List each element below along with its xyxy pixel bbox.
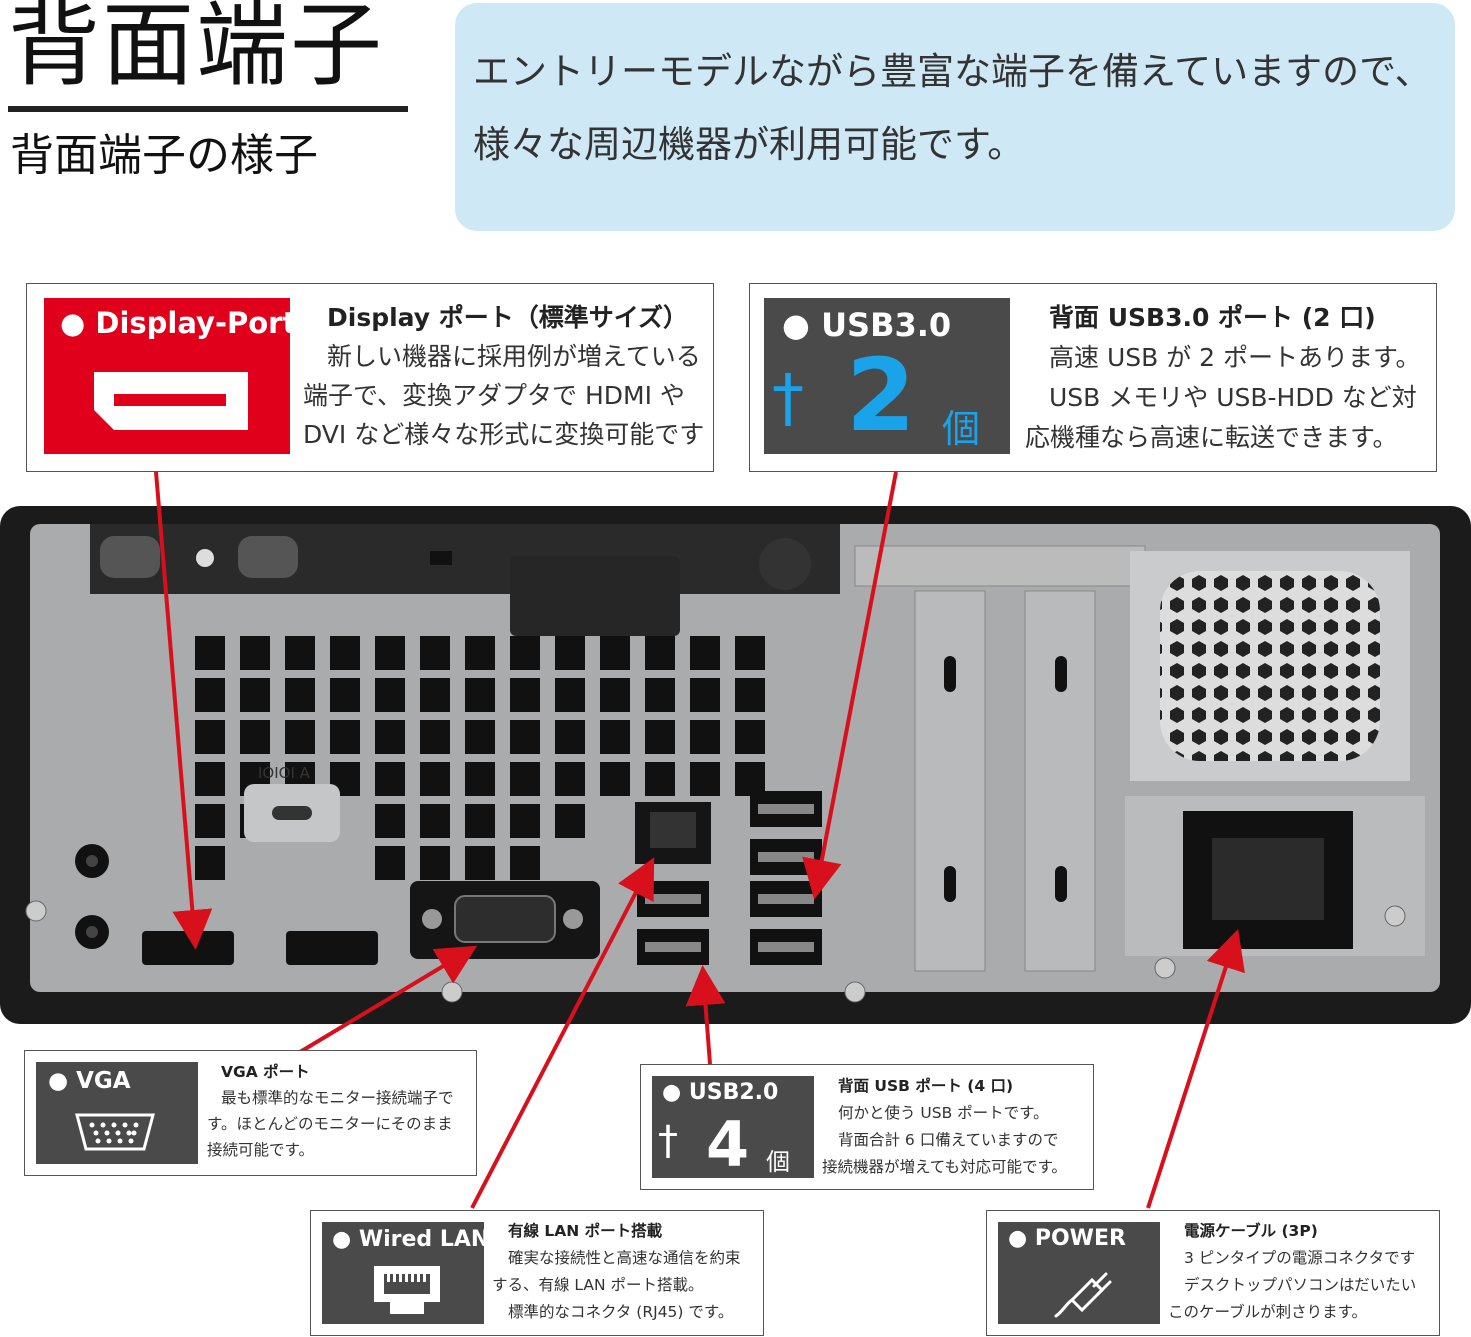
page-title: 背面端子: [8, 0, 385, 99]
usb2-line-1: 何かと使う USB ポートです。: [838, 1104, 1049, 1122]
lan-heading: 有線 LAN ポート搭載: [508, 1222, 663, 1240]
page-subtitle: 背面端子の様子: [10, 130, 318, 181]
power-description: 電源ケーブル (3P) 3 ピンタイプの電源コネクタです デスクトップパソコンは…: [1168, 1218, 1416, 1326]
pc-rear-panel-image: IOIOI A: [0, 506, 1471, 1024]
vga-description: VGA ポート 最も標準的なモニター接続端子で す。ほとんどのモニターにそのまま…: [207, 1059, 454, 1163]
usb3-description: 背面 USB3.0 ポート (2 口) 高速 USB が 2 ポートあります。 …: [1025, 298, 1421, 458]
power-line-1: 3 ピンタイプの電源コネクタです: [1184, 1249, 1416, 1267]
displayport-line-2: 端子で、変換アダプタで HDMI や: [303, 381, 685, 410]
displayport-line-1: 新しい機器に採用例が増えている: [327, 342, 701, 371]
lan-description: 有線 LAN ポート搭載 確実な接続性と高速な通信を約束 する、有線 LAN ポ…: [492, 1218, 741, 1326]
intro-panel: エントリーモデルながら豊富な端子を備えていますので、 様々な周辺機器が利用可能で…: [455, 3, 1455, 231]
arrow-displayport: [154, 471, 213, 950]
usb3-badge-label: ● USB3.0: [782, 306, 952, 344]
lan-badge-label: ● Wired LAN: [332, 1227, 490, 1252]
power-heading: 電源ケーブル (3P): [1184, 1222, 1318, 1240]
power-line-3: このケーブルが刺さります。: [1168, 1303, 1368, 1321]
power-plug-icon: [1054, 1272, 1112, 1318]
callout-displayport: ● Display-Port Display ポート（標準サイズ） 新しい機器に…: [26, 283, 714, 472]
power-badge: ● POWER: [998, 1222, 1160, 1324]
power-line-2: デスクトップパソコンはだいたい: [1184, 1276, 1417, 1294]
intro-line-2: 様々な周辺機器が利用可能です。: [473, 123, 1025, 166]
usb-icon: †: [658, 1118, 678, 1164]
callout-power: ● POWER 電源ケーブル (3P) 3 ピンタイプの電源コネクタです デスク…: [986, 1210, 1440, 1336]
displayport-badge-label: ● Display-Port: [60, 306, 297, 340]
displayport-description: Display ポート（標準サイズ） 新しい機器に採用例が増えている 端子で、変…: [303, 298, 704, 454]
title-underline: [8, 106, 408, 112]
vga-heading: VGA ポート: [221, 1063, 310, 1081]
displayport-icon: [94, 372, 248, 430]
intro-line-1: エントリーモデルながら豊富な端子を備えていますので、: [473, 50, 1432, 93]
callout-usb3: ● USB3.0 † 2 個 背面 USB3.0 ポート (2 口) 高速 US…: [749, 283, 1437, 472]
vga-badge: ● VGA: [36, 1062, 198, 1164]
usb-icon: †: [772, 362, 804, 436]
vga-line-3: 接続可能です。: [207, 1141, 314, 1159]
callout-lan: ● Wired LAN 有線 LAN ポート搭載 確実な接続性と高速な通信を約束…: [310, 1210, 764, 1336]
usb2-badge: ● USB2.0 † 4 個: [652, 1076, 814, 1178]
lan-badge: ● Wired LAN: [322, 1222, 489, 1324]
usb2-heading: 背面 USB ポート (4 口): [838, 1077, 1014, 1095]
usb3-unit: 個: [942, 407, 981, 451]
usb3-line-1: 高速 USB が 2 ポートあります。: [1049, 343, 1421, 372]
usb3-badge: ● USB3.0 † 2 個: [764, 298, 1010, 454]
displayport-line-3: DVI など様々な形式に変換可能です: [303, 420, 705, 449]
usb2-line-3: 接続機器が増えても対応可能です。: [822, 1158, 1067, 1176]
lan-line-3: 標準的なコネクタ (RJ45) です。: [508, 1303, 734, 1321]
arrow-usb2: [685, 965, 726, 1065]
vga-badge-label: ● VGA: [48, 1068, 131, 1094]
power-badge-label: ● POWER: [1008, 1226, 1126, 1251]
usb2-badge-label: ● USB2.0: [662, 1080, 779, 1105]
pc-panel-label: IOIOI A: [258, 764, 311, 782]
usb3-heading: 背面 USB3.0 ポート (2 口): [1049, 303, 1376, 332]
callout-usb2: ● USB2.0 † 4 個 背面 USB ポート (4 口) 何かと使う US…: [640, 1064, 1094, 1190]
arrow-power: [1146, 928, 1245, 1209]
usb3-count: 2: [846, 337, 916, 454]
arrow-vga: [298, 945, 478, 1054]
usb3-line-2: USB メモリや USB-HDD など対: [1049, 383, 1417, 412]
displayport-heading: Display ポート（標準サイズ）: [327, 303, 689, 332]
lan-line-2: する、有線 LAN ポート搭載。: [492, 1276, 704, 1294]
displayport-badge: ● Display-Port: [44, 298, 296, 454]
usb2-description: 背面 USB ポート (4 口) 何かと使う USB ポートです。 背面合計 6…: [822, 1073, 1067, 1181]
callout-vga: ● VGA VGA ポート 最も標準的なモニター接続端子で す。ほとんどのモニタ…: [24, 1050, 477, 1176]
usb2-unit: 個: [766, 1148, 790, 1176]
usb3-line-3: 応機種なら高速に転送できます。: [1025, 423, 1398, 452]
arrow-usb3: [802, 471, 898, 900]
vga-line-2: す。ほとんどのモニターにそのまま: [207, 1115, 453, 1133]
lan-port-icon: [374, 1266, 440, 1314]
arrow-lan: [470, 857, 655, 1209]
vga-icon: [75, 1113, 155, 1151]
vga-line-1: 最も標準的なモニター接続端子で: [221, 1089, 454, 1107]
usb2-line-2: 背面合計 6 口備えていますので: [838, 1131, 1059, 1149]
usb2-count: 4: [706, 1108, 750, 1181]
lan-line-1: 確実な接続性と高速な通信を約束: [508, 1249, 741, 1267]
